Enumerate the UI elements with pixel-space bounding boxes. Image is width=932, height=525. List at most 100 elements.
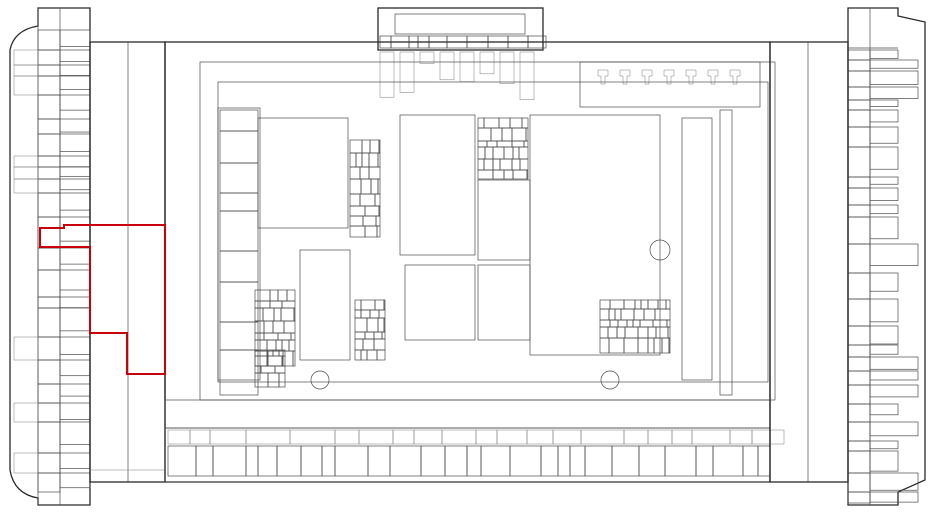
room-outline [492, 158, 501, 171]
room-outline [364, 205, 380, 217]
room-outline [480, 445, 511, 477]
room-outline [486, 140, 498, 148]
room-outline [657, 299, 667, 310]
room-outline [59, 64, 91, 76]
room-outline [167, 429, 191, 445]
room-outline [286, 289, 296, 302]
room-outline [847, 243, 871, 274]
room-outline [477, 117, 485, 129]
room-outline [37, 75, 61, 96]
room-outline [511, 140, 525, 148]
room-outline [355, 152, 363, 168]
room-outline [691, 429, 731, 445]
room-outline [59, 94, 91, 111]
room-outline [444, 445, 468, 477]
room-outline [13, 64, 39, 77]
room-outline [370, 178, 379, 195]
room-outline [509, 117, 523, 129]
west-corridor [89, 41, 166, 483]
room-outline [484, 146, 494, 160]
room-outline [847, 109, 871, 128]
east-corridor [769, 41, 849, 483]
room-outline [212, 445, 247, 477]
room-outline [281, 339, 290, 352]
room-outline [557, 445, 571, 477]
room-outline [13, 75, 39, 96]
room-outline [477, 169, 494, 180]
room-outline [623, 337, 639, 354]
room-outline [479, 51, 495, 75]
room-outline [59, 472, 91, 489]
room-outline [266, 339, 277, 352]
room-outline [869, 86, 919, 99]
room-outline [869, 370, 919, 381]
room-outline [59, 359, 91, 377]
room-outline [477, 146, 486, 160]
room-outline [37, 29, 61, 51]
room-outline [274, 365, 286, 374]
room-outline [511, 127, 527, 142]
room-outline [540, 445, 559, 477]
room-outline [499, 51, 515, 84]
room-outline [620, 308, 635, 321]
room-outline [668, 337, 671, 354]
room-outline [37, 359, 61, 385]
room-outline [277, 332, 292, 341]
room-outline [869, 204, 899, 215]
room-outline [334, 445, 369, 477]
room-outline [847, 440, 871, 452]
highlighted-zone [39, 224, 166, 375]
room-outline [289, 429, 336, 445]
room-outline [490, 127, 503, 142]
room-outline [195, 445, 214, 477]
column-mark [707, 69, 719, 85]
room-outline [419, 51, 435, 64]
room-outline [847, 298, 871, 327]
room-outline [282, 350, 294, 367]
room-outline [869, 176, 899, 185]
room-outline [37, 296, 61, 309]
room-outline [617, 319, 628, 328]
room-outline [359, 193, 376, 207]
room-outline [869, 59, 919, 69]
room-outline [354, 309, 362, 319]
room-outline [569, 445, 586, 477]
room-outline [254, 350, 269, 367]
room-outline [374, 193, 381, 207]
room-outline [599, 326, 609, 339]
column-mark [619, 69, 631, 85]
room-outline [37, 421, 61, 454]
room-outline [392, 429, 415, 445]
room-outline [869, 325, 899, 345]
room-outline [360, 309, 371, 319]
room-outline [37, 178, 61, 194]
room-outline [354, 331, 366, 340]
room-outline [37, 94, 61, 120]
room-outline [269, 300, 283, 309]
room-outline [671, 429, 693, 445]
room-outline [599, 337, 610, 354]
main-building [164, 41, 785, 483]
room-outline [665, 299, 671, 310]
room-outline [512, 146, 520, 160]
room-outline [847, 70, 871, 88]
room-outline [847, 176, 871, 189]
room-outline [59, 133, 91, 152]
room-outline [349, 166, 361, 180]
room-outline [13, 452, 39, 474]
room-outline [847, 356, 871, 372]
room-outline [632, 319, 641, 328]
room-outline [59, 421, 91, 445]
room-outline [13, 336, 39, 361]
room-outline [254, 355, 268, 367]
room-outline [869, 472, 919, 491]
room-outline [441, 429, 477, 445]
room-outline [483, 117, 500, 129]
room-outline [59, 75, 91, 90]
room-outline [300, 445, 323, 477]
room-outline [37, 383, 61, 404]
room-outline [552, 429, 582, 445]
room-outline [869, 146, 899, 170]
room-outline [373, 338, 386, 351]
